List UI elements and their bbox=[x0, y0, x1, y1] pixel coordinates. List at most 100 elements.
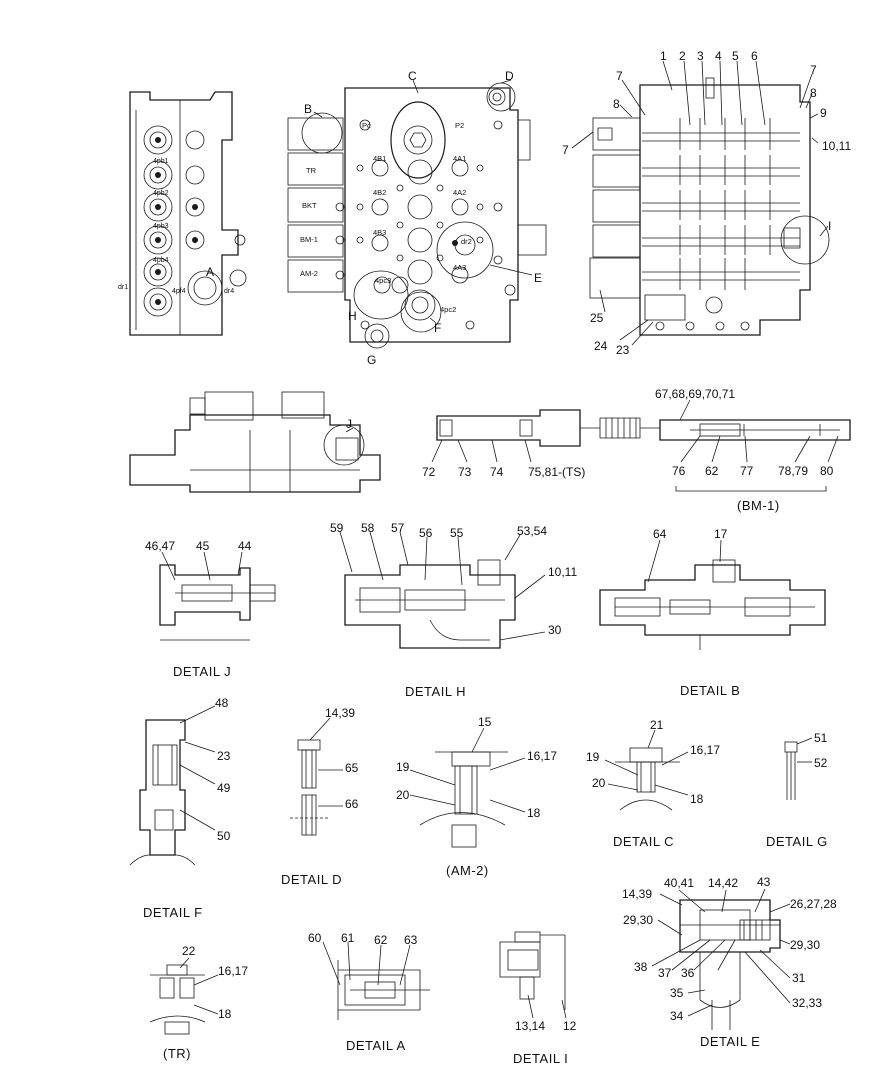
callout-18-tr: 18 bbox=[218, 1007, 232, 1021]
callout-48: 48 bbox=[215, 696, 229, 710]
caption-detail-a: DETAIL A bbox=[346, 1038, 406, 1053]
callout-75-81-ts: 75,81-(TS) bbox=[528, 465, 585, 479]
bm1-spool-drawing bbox=[436, 409, 851, 492]
callout-7-right: 7 bbox=[810, 63, 817, 77]
callout-10-11: 10,11 bbox=[822, 139, 851, 153]
callout-14-39-detail-e: 14,39 bbox=[622, 887, 652, 901]
callout-80: 80 bbox=[820, 464, 834, 478]
port-label-dr1: dr1 bbox=[118, 284, 128, 291]
callout-C: C bbox=[408, 69, 417, 83]
callout-35: 35 bbox=[670, 986, 684, 1000]
callout-25: 25 bbox=[590, 311, 604, 325]
callout-9: 9 bbox=[820, 106, 827, 120]
caption-bm1: (BM-1) bbox=[737, 498, 780, 513]
callout-44: 44 bbox=[238, 539, 252, 553]
port-label-4b2: 4B2 bbox=[373, 188, 386, 197]
section-view-drawing bbox=[589, 77, 830, 336]
detail-b-drawing bbox=[599, 559, 826, 650]
callout-78-79: 78,79 bbox=[778, 464, 808, 478]
callout-55: 55 bbox=[450, 526, 464, 540]
callout-32-33: 32,33 bbox=[792, 996, 822, 1010]
callout-67-71: 67,68,69,70,71 bbox=[655, 387, 735, 401]
port-label-4b3: 4B3 bbox=[373, 228, 386, 237]
block-label-tr: TR bbox=[306, 166, 317, 175]
callout-62: 62 bbox=[705, 464, 719, 478]
callout-66: 66 bbox=[345, 797, 359, 811]
callout-19-detail-c: 19 bbox=[586, 750, 600, 764]
callout-60: 60 bbox=[308, 931, 322, 945]
bottom-view-drawing bbox=[129, 391, 381, 493]
callout-30: 30 bbox=[548, 623, 562, 637]
caption-detail-f: DETAIL F bbox=[143, 905, 203, 920]
port-label-p2: P2 bbox=[455, 121, 464, 130]
callout-13-14: 13,14 bbox=[515, 1019, 545, 1033]
port-label-4pf4: 4pf4 bbox=[172, 288, 186, 295]
am2-drawing bbox=[419, 751, 508, 848]
callout-46-47: 46,47 bbox=[145, 539, 175, 553]
callout-64: 64 bbox=[653, 527, 667, 541]
caption-detail-i: DETAIL I bbox=[513, 1051, 568, 1066]
callout-45: 45 bbox=[196, 539, 210, 553]
callout-E: E bbox=[534, 271, 542, 285]
callout-3: 3 bbox=[697, 49, 704, 63]
callout-77: 77 bbox=[740, 464, 754, 478]
callout-D: D bbox=[505, 69, 514, 83]
callout-72: 72 bbox=[422, 465, 436, 479]
callout-2: 2 bbox=[679, 49, 686, 63]
callout-G: G bbox=[367, 353, 376, 367]
caption-detail-d: DETAIL D bbox=[281, 872, 342, 887]
callout-51: 51 bbox=[814, 731, 828, 745]
callout-5: 5 bbox=[732, 49, 739, 63]
callout-7-left: 7 bbox=[562, 143, 569, 157]
block-label-pc: Pc bbox=[362, 121, 371, 130]
tr-drawing bbox=[149, 964, 206, 1035]
port-label-4pc3: 4pc3 bbox=[375, 276, 391, 285]
caption-detail-c: DETAIL C bbox=[613, 834, 674, 849]
callout-65: 65 bbox=[345, 761, 359, 775]
block-label-bkt: BKT bbox=[302, 201, 317, 210]
detail-h-drawing bbox=[344, 559, 516, 649]
callout-20-detail-c: 20 bbox=[592, 776, 606, 790]
callout-F: F bbox=[434, 321, 441, 335]
port-label-4b1: 4B1 bbox=[373, 154, 386, 163]
callout-58: 58 bbox=[361, 521, 375, 535]
detail-g-drawing bbox=[784, 741, 798, 800]
caption-tr: (TR) bbox=[163, 1046, 191, 1061]
callout-7-top-left: 7 bbox=[616, 69, 623, 83]
callout-B: B bbox=[304, 102, 312, 116]
callout-59: 59 bbox=[330, 521, 344, 535]
callout-74: 74 bbox=[490, 465, 504, 479]
callout-H: H bbox=[348, 309, 357, 323]
detail-j-drawing bbox=[159, 564, 276, 641]
callout-50: 50 bbox=[217, 829, 231, 843]
callout-29-30-right: 29,30 bbox=[790, 938, 820, 952]
callout-26-28: 26,27,28 bbox=[790, 897, 837, 911]
callout-I: I bbox=[828, 219, 831, 233]
callout-18-am2: 18 bbox=[527, 806, 541, 820]
callout-16-17-tr: 16,17 bbox=[218, 964, 248, 978]
callout-18-detail-c: 18 bbox=[690, 792, 704, 806]
callout-14-42: 14,42 bbox=[708, 876, 738, 890]
callout-21: 21 bbox=[650, 718, 664, 732]
callout-23: 23 bbox=[616, 343, 630, 357]
callout-36: 36 bbox=[681, 966, 695, 980]
front-view-drawing bbox=[287, 82, 547, 349]
callout-24: 24 bbox=[594, 339, 608, 353]
callout-8-left: 8 bbox=[613, 97, 620, 111]
callout-61: 61 bbox=[341, 931, 355, 945]
detail-f-drawing bbox=[129, 719, 196, 866]
caption-detail-j: DETAIL J bbox=[173, 664, 231, 679]
callout-6: 6 bbox=[751, 49, 758, 63]
caption-am2: (AM-2) bbox=[446, 863, 489, 878]
port-label-4a3: 4A3 bbox=[453, 263, 466, 272]
callout-16-17-detail-c: 16,17 bbox=[690, 743, 720, 757]
port-label-4pb1: 4pb1 bbox=[153, 158, 169, 165]
callout-16-17-am2: 16,17 bbox=[527, 749, 557, 763]
callout-29-30-left: 29,30 bbox=[623, 913, 653, 927]
callout-52: 52 bbox=[814, 756, 828, 770]
caption-detail-b: DETAIL B bbox=[680, 683, 740, 698]
callout-57: 57 bbox=[391, 521, 405, 535]
callout-19-am2: 19 bbox=[396, 760, 410, 774]
port-label-dr4: dr4 bbox=[224, 288, 234, 295]
port-label-4pb3: 4pb3 bbox=[153, 223, 169, 230]
